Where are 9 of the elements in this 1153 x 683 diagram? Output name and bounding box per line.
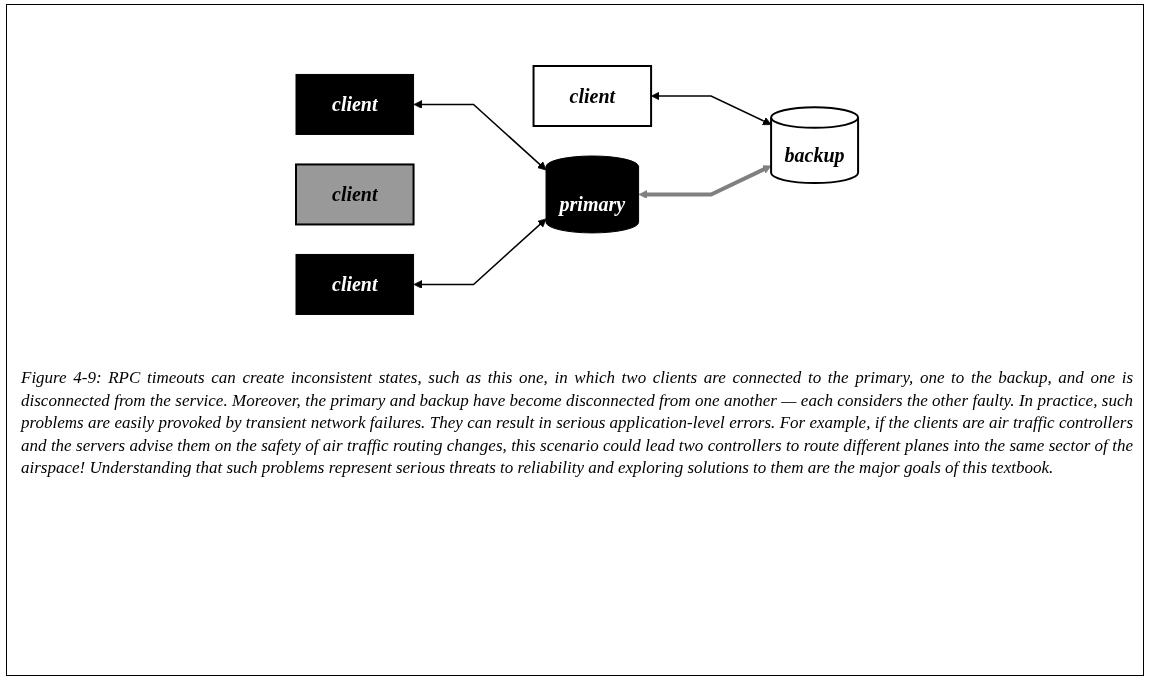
arrow <box>638 165 772 199</box>
arrow <box>413 99 547 171</box>
node-box: client <box>532 64 653 127</box>
figure-caption: Figure 4-9: RPC timeouts can create inconsistent states, such as this one, in which two clients are connected to the primary, one to the backup, and one is disconnected from the service. Moreover, the primary and backup have become disconnected from one another — each considers the other faulty. In practice, such problems are easily provoked by transient network failures. They can result in serious application-level errors. For example, if the clients are air traffic controllers and the servers advise them on the safety of air traffic routing changes, this scenario could lead two controllers to route different planes into the same sector of the airspace! Understanding that such problems represent serious threats to reliability and exploring solutions to them are the major goals of this textbook. <box>21 367 1133 480</box>
arrow <box>413 218 547 289</box>
node-box: client <box>294 163 415 226</box>
node-box: client <box>295 73 414 135</box>
node-box: client <box>295 253 414 315</box>
arrow <box>651 91 772 125</box>
